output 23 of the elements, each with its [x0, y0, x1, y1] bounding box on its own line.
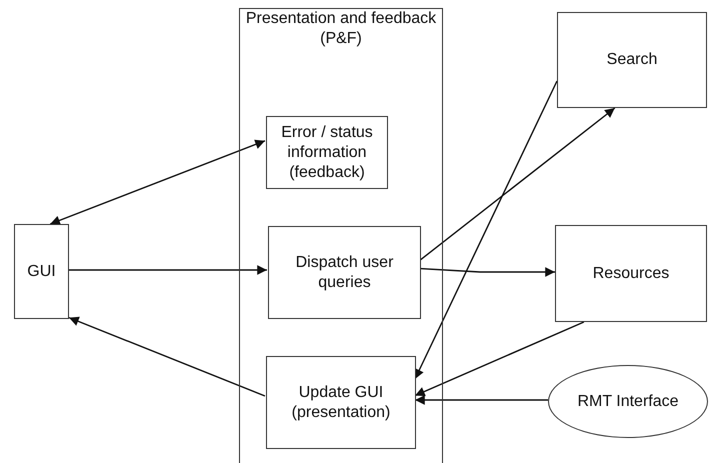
- process-box: [555, 225, 707, 322]
- box-label: Update GUI (presentation): [290, 382, 392, 422]
- box-label: Search: [606, 50, 658, 70]
- arrow: [69, 265, 267, 275]
- arrow: [50, 140, 266, 226]
- process-box: [268, 226, 421, 319]
- arrow: [414, 80, 558, 380]
- process-box: [266, 116, 388, 189]
- group-title: Presentation and feedback (P&F): [244, 9, 438, 49]
- process-box: [557, 12, 707, 108]
- process-box: [14, 224, 69, 319]
- arrow: [414, 321, 584, 396]
- box-label: Dispatch user queries: [294, 252, 394, 292]
- box-label: Error / status information (feedback): [280, 122, 374, 182]
- process-box: [266, 356, 416, 449]
- arrow: [420, 267, 555, 277]
- box-label: RMT Interface: [576, 392, 680, 412]
- arrow: [420, 107, 616, 261]
- box-label: Resources: [592, 264, 670, 284]
- arrow: [68, 316, 266, 397]
- box-label: GUI: [26, 262, 57, 282]
- arrow: [415, 395, 548, 405]
- group-frame: [239, 8, 443, 463]
